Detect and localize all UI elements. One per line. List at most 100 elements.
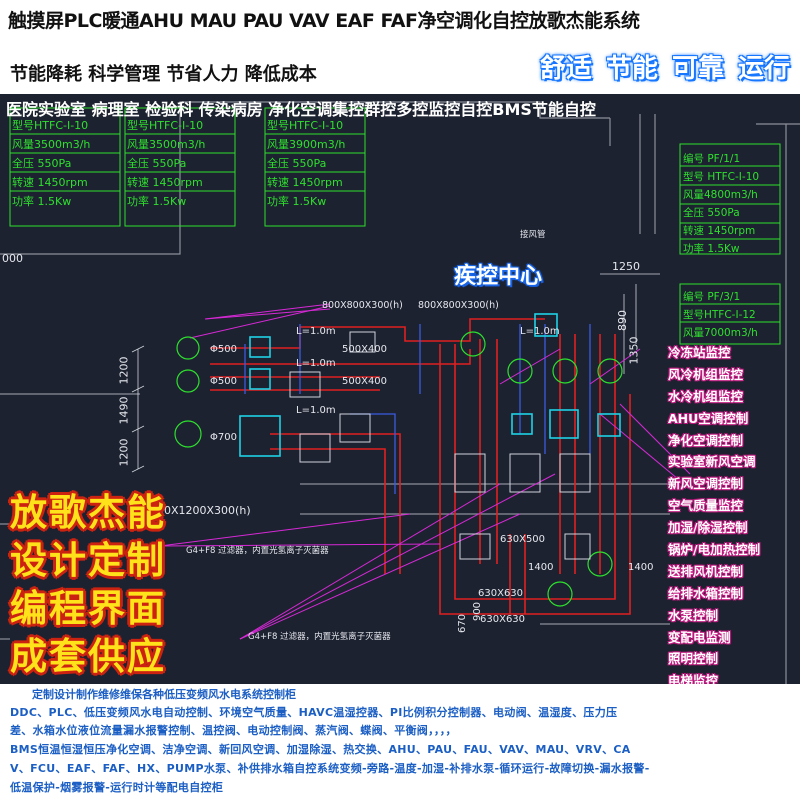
equipment-blocks bbox=[289, 331, 591, 560]
spec-line: 风量3500m3/h bbox=[127, 138, 206, 151]
slogan-reliable: 可靠 bbox=[671, 54, 724, 84]
menu-item-fans[interactable]: 送排风机控制 bbox=[668, 563, 744, 579]
ahu-filter-note: G4+F8 过滤器，内置光氢离子灭菌器 bbox=[186, 546, 329, 556]
footer-heading: 定制设计制作维修维保各种低压变频风水电系统控制柜 bbox=[32, 688, 296, 701]
menu-item-air-quality[interactable]: 空气质量监控 bbox=[668, 498, 744, 514]
dim-1200-b: 1200 bbox=[117, 438, 131, 467]
diameter-label-2: Φ500 bbox=[210, 376, 237, 387]
fan-spec-4: 编号 PF/1/1 型号 HTFC-I-10 风量4800m3/h 全压 550… bbox=[683, 150, 759, 258]
footer-line-2: 差、水箱水位液位流量漏水报警控制、温控阀、电动控制阀、蒸汽阀、蝶阀、平衡阀，，，… bbox=[10, 724, 457, 737]
spec-line: 全压 550Pa bbox=[127, 157, 187, 170]
spec-line: 功率 1.5Kw bbox=[683, 243, 740, 255]
center-title: 疾控中心 bbox=[454, 264, 543, 289]
dim-bottom-1: 1400 bbox=[528, 562, 554, 573]
fan-spec-2: 型号HTFC-I-10 风量3500m3/h 全压 550Pa 转速 1450r… bbox=[127, 116, 205, 211]
dim-1250: 1250 bbox=[612, 260, 640, 273]
spec-line: 功率 1.5Kw bbox=[267, 195, 327, 208]
spec-line: 功率 1.5Kw bbox=[12, 195, 72, 208]
promo-line-1: 放歌杰能 bbox=[10, 491, 166, 534]
page-title: 触摸屏PLC暖通AHU MAU PAU VAV EAF FAF净空调化自控放歌杰… bbox=[8, 10, 640, 32]
fan-spec-3: 型号HTFC-I-10 风量3900m3/h 全压 550Pa 转速 1450r… bbox=[267, 116, 345, 211]
menu-item-water-cooled-unit[interactable]: 水冷机组监控 bbox=[668, 388, 744, 404]
menu-item-chiller-station[interactable]: 冷冻站监控 bbox=[668, 345, 731, 360]
menu-item-air-cooled-unit[interactable]: 风冷机组监控 bbox=[668, 366, 744, 382]
spec-line: 型号HTFC-I-10 bbox=[127, 119, 204, 132]
room-outlines bbox=[0, 101, 800, 684]
menu-item-power[interactable]: 变配电监测 bbox=[668, 629, 731, 645]
length-label-4: L=1.0m bbox=[520, 326, 560, 337]
length-label-1: L=1.0m bbox=[296, 326, 336, 337]
spec-line: 转速 1450rpm bbox=[267, 176, 343, 189]
spec-line: 型号 HTFC-I-10 bbox=[683, 171, 760, 183]
menu-item-lighting[interactable]: 照明控制 bbox=[668, 651, 719, 667]
duct-size-500: 500X400 bbox=[342, 344, 388, 355]
footer-line-1: DDC、PLC、低压变频风水电自动控制、环境空气质量、HAVC温湿控器、PI比例… bbox=[10, 706, 618, 719]
spec-line: 型号HTFC-I-12 bbox=[683, 309, 756, 321]
promo-line-3: 编程界面 bbox=[10, 587, 166, 630]
filter-note: G4+F8 过滤器，内置光氢离子灭菌器 bbox=[248, 632, 391, 642]
dim-1200-a: 1200 bbox=[117, 356, 131, 385]
spec-line: 风量7000m3/h bbox=[683, 327, 758, 339]
spec-box-frames bbox=[9, 107, 781, 345]
menu-item-ahu-control[interactable]: AHU空调控制 bbox=[668, 410, 749, 426]
footer-line-5: 低温保护-烟雾报警-运行时计等配电自控柜 bbox=[10, 781, 224, 794]
menu-item-water-tank[interactable]: 给排水箱控制 bbox=[668, 585, 744, 601]
spec-line: 全压 550Pa bbox=[683, 207, 740, 219]
slogan-comfort: 舒适 bbox=[539, 54, 592, 84]
spec-line: 全压 550Pa bbox=[12, 157, 72, 170]
air-handling-units bbox=[239, 313, 621, 457]
spec-line: 全压 550Pa bbox=[267, 157, 327, 170]
dim-bottom-6: 900 bbox=[472, 601, 484, 622]
duct-size-800: 800X800X300(h) bbox=[322, 300, 403, 311]
menu-item-pump[interactable]: 水泵控制 bbox=[668, 607, 719, 623]
footer-line-3: BMS恒温恒湿恒压净化空调、洁净空调、新回风空调、加湿除湿、热交换、AHU、PA… bbox=[10, 743, 631, 756]
menu-item-elevator[interactable]: 电梯监控 bbox=[668, 673, 719, 684]
duct-size-800-b: 800X800X300(h) bbox=[418, 300, 499, 311]
hvac-schematic bbox=[0, 101, 800, 684]
spec-line: 风量4800m3/h bbox=[683, 189, 758, 201]
dim-bottom-2: 1400 bbox=[628, 562, 654, 573]
promo-line-2: 设计定制 bbox=[10, 539, 166, 582]
cad-drawing: 医院实验室 病理室 检验科 传染病房 净化空调集控群控多控监控自控BMS节能自控… bbox=[0, 94, 800, 684]
dim-1490: 1490 bbox=[117, 396, 131, 425]
slogan-energy: 节能 bbox=[605, 54, 658, 84]
dim-bottom-5: 670 bbox=[457, 613, 469, 634]
spec-line: 风量3900m3/h bbox=[267, 138, 346, 151]
diameter-label-3: Φ700 bbox=[210, 432, 237, 443]
header: 触摸屏PLC暖通AHU MAU PAU VAV EAF FAF净空调化自控放歌杰… bbox=[0, 0, 800, 94]
duct-size-1200: 200X1200X300(h) bbox=[150, 504, 251, 517]
footer: 定制设计制作维修维保各种低压变频风水电系统控制柜 DDC、PLC、低压变频风水电… bbox=[0, 684, 800, 800]
page-subtitle: 节能降耗 科学管理 节省人力 降低成本 bbox=[10, 64, 317, 85]
banner-text: 医院实验室 病理室 检验科 传染病房 净化空调集控群控多控监控自控BMS节能自控 bbox=[6, 100, 596, 119]
menu-item-lab-fresh-air[interactable]: 实验室新风空调 bbox=[668, 454, 756, 470]
menu-item-boiler[interactable]: 锅炉/电加热控制 bbox=[668, 542, 761, 558]
duct-size-500-b: 500X400 bbox=[342, 376, 388, 387]
spec-line: 转速 1450rpm bbox=[683, 225, 756, 237]
dim-bottom-4: 630X630 bbox=[480, 614, 526, 625]
control-menu: 冷冻站监控 风冷机组监控 水冷机组监控 AHU空调控制 净化空调控制 实验室新风… bbox=[668, 342, 786, 684]
menu-item-fresh-air-ac[interactable]: 新风空调控制 bbox=[668, 476, 744, 492]
fan-spec-1: 型号HTFC-I-10 风量3500m3/h 全压 550Pa 转速 1450r… bbox=[12, 116, 90, 211]
promo-line-4: 成套供应 bbox=[10, 635, 166, 678]
duct-tag: 接风管 bbox=[520, 230, 546, 240]
fan-units bbox=[174, 331, 623, 607]
spec-line: 风量3500m3/h bbox=[12, 138, 91, 151]
diameter-label-1: Φ500 bbox=[210, 344, 237, 355]
spec-line: 转速 1450rpm bbox=[127, 176, 203, 189]
dim-1350: 1350 bbox=[627, 336, 641, 365]
length-label-2: L=1.0m bbox=[296, 358, 336, 369]
spec-line: 型号HTFC-I-10 bbox=[267, 119, 344, 132]
spec-line: 转速 1450rpm bbox=[12, 176, 88, 189]
length-label-3: L=1.0m bbox=[296, 405, 336, 416]
dim-bottom-3: 630X630 bbox=[478, 588, 524, 599]
dim-890: 890 bbox=[616, 310, 629, 331]
dim-left-000: 000 bbox=[2, 252, 23, 265]
menu-item-humidity[interactable]: 加湿/除湿控制 bbox=[668, 520, 748, 536]
spec-line: 型号HTFC-I-10 bbox=[12, 119, 89, 132]
spec-line: 功率 1.5Kw bbox=[127, 195, 187, 208]
slogan-group: 舒适 节能 可靠 运行 bbox=[540, 48, 790, 85]
fan-spec-5: 编号 PF/3/1 型号HTFC-I-12 风量7000m3/h bbox=[683, 288, 758, 342]
menu-item-clean-ac[interactable]: 净化空调控制 bbox=[668, 432, 744, 448]
spec-line: 编号 PF/1/1 bbox=[683, 153, 741, 165]
slogan-run: 运行 bbox=[737, 54, 790, 84]
